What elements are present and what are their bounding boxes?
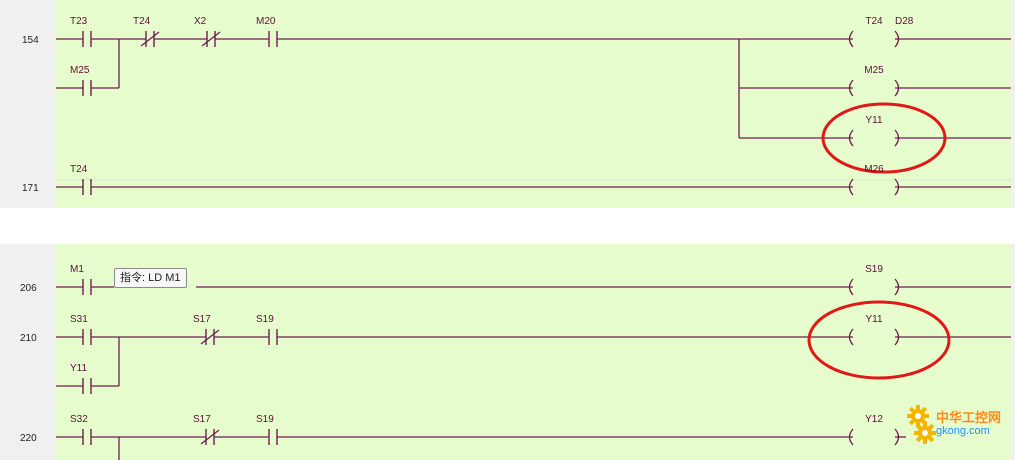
coil-label: Y12: [865, 414, 883, 425]
contact-label: S19: [256, 414, 274, 425]
coil-left-arc: [848, 328, 854, 346]
contact-label: X2: [194, 16, 207, 27]
contact-label: S17: [193, 314, 211, 325]
contact-label: S32: [70, 414, 88, 425]
contact-label: M20: [256, 16, 276, 27]
output-coil[interactable]: [848, 278, 900, 296]
nc-contact[interactable]: [201, 31, 221, 47]
no-contact[interactable]: [82, 179, 92, 195]
contact-label: S19: [256, 314, 274, 325]
nc-slash: [201, 31, 221, 47]
output-coil[interactable]: [848, 328, 900, 346]
coil-left-arc: [848, 30, 854, 48]
contact-label: M25: [70, 65, 90, 76]
step-number: 154: [22, 35, 39, 46]
output-coil[interactable]: [848, 79, 900, 97]
contact-label: M1: [70, 264, 84, 275]
coil-right-arc: [894, 278, 900, 296]
step-number-gutter: [0, 0, 56, 208]
step-number: 220: [20, 433, 37, 444]
no-contact[interactable]: [82, 31, 92, 47]
coil-left-arc: [848, 178, 854, 196]
output-coil[interactable]: [848, 129, 900, 147]
coil-label: Y11: [865, 115, 882, 126]
coil-left-arc: [848, 428, 854, 446]
coil-label: M26: [864, 164, 884, 175]
watermark-logo: 中华工控网 gkong.com: [906, 404, 1010, 450]
coil-right-arc: [894, 178, 900, 196]
nc-contact[interactable]: [200, 329, 220, 345]
nc-slash: [200, 429, 220, 445]
coil-left-arc: [848, 278, 854, 296]
contact-label: Y11: [70, 363, 87, 374]
nc-contact[interactable]: [200, 429, 220, 445]
coil-label: T24: [865, 16, 883, 27]
no-contact[interactable]: [82, 80, 92, 96]
contact-label: S17: [193, 414, 211, 425]
highlight-circle: [807, 300, 951, 380]
contact-label: T24: [70, 164, 88, 175]
output-coil[interactable]: [848, 30, 900, 48]
coil-right-arc: [894, 129, 900, 147]
no-contact[interactable]: [82, 329, 92, 345]
no-contact[interactable]: [268, 329, 278, 345]
output-coil[interactable]: [848, 428, 900, 446]
highlight-circle: [821, 102, 947, 174]
coil-right-arc: [894, 328, 900, 346]
step-number: 210: [20, 333, 37, 344]
coil-right-arc: [894, 428, 900, 446]
no-contact[interactable]: [82, 429, 92, 445]
no-contact[interactable]: [82, 279, 92, 295]
coil-right-arc: [894, 79, 900, 97]
instruction-tooltip: 指令: LD M1: [114, 268, 187, 288]
coil-label: M25: [864, 65, 884, 76]
coil-left-arc: [848, 79, 854, 97]
coil-left-arc: [848, 129, 854, 147]
contact-label: S31: [70, 314, 88, 325]
output-coil[interactable]: [848, 178, 900, 196]
coil-label: Y11: [865, 314, 882, 325]
coil-parameter-label: D28: [895, 16, 914, 27]
watermark-site-text: gkong.com: [936, 425, 990, 437]
step-number: 206: [20, 283, 37, 294]
gear-icon: [907, 405, 936, 444]
nc-slash: [200, 329, 220, 345]
step-number-gutter: [0, 244, 56, 460]
right-power-rail: [1011, 244, 1015, 460]
nc-contact[interactable]: [140, 31, 160, 47]
no-contact[interactable]: [268, 31, 278, 47]
no-contact[interactable]: [268, 429, 278, 445]
contact-label: T23: [70, 16, 88, 27]
nc-slash: [140, 31, 160, 47]
contact-label: T24: [133, 16, 151, 27]
step-number: 171: [22, 183, 39, 194]
coil-label: S19: [865, 264, 883, 275]
right-power-rail: [1011, 0, 1015, 208]
watermark-chinese-text: 中华工控网: [936, 411, 1002, 426]
no-contact[interactable]: [82, 378, 92, 394]
coil-right-arc: [894, 30, 900, 48]
